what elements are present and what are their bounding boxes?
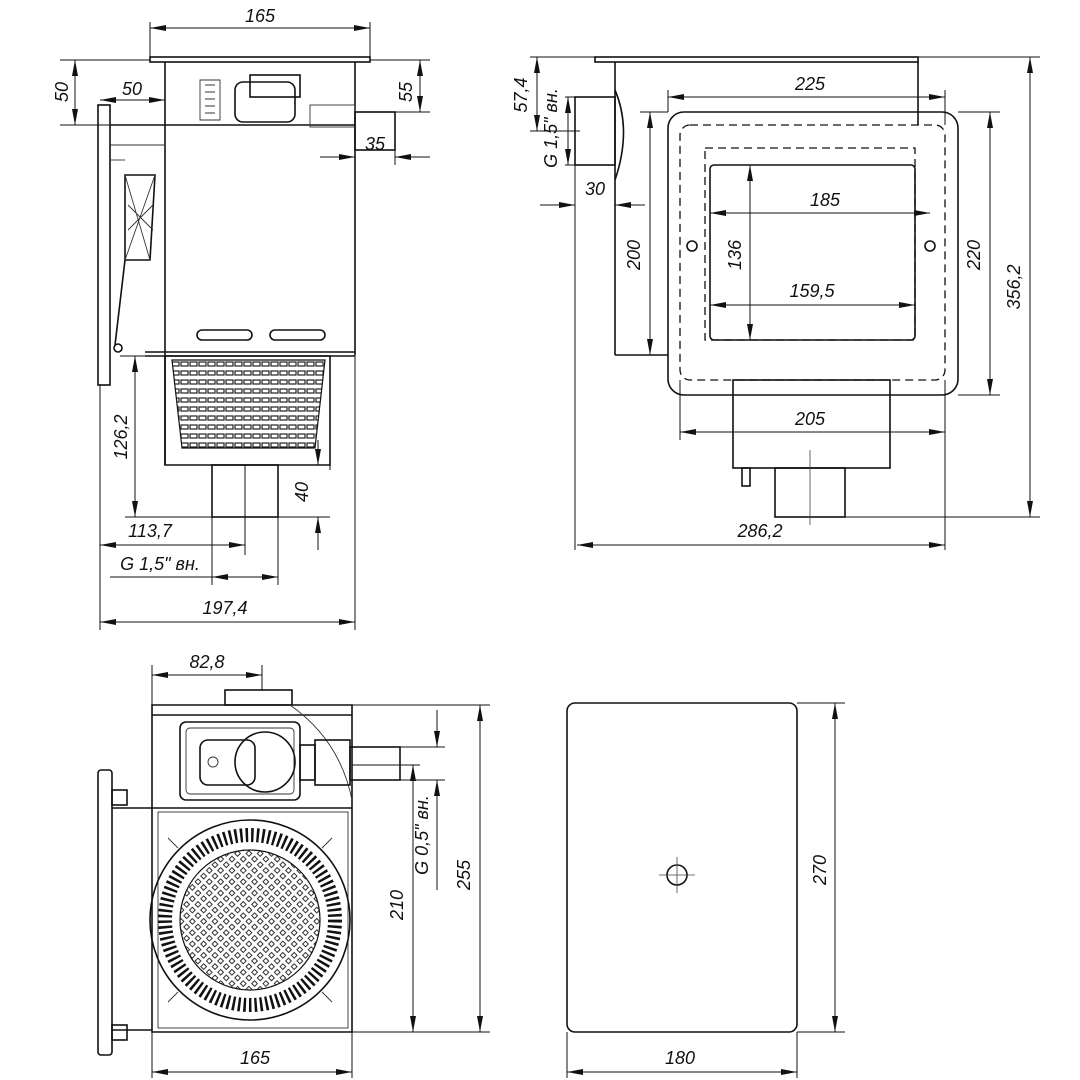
dim-basket-height: 126,2 (111, 414, 131, 459)
dim-height-255: 255 (454, 859, 474, 891)
cover-plate (566, 702, 798, 1033)
dim-window-height: 136 (725, 239, 745, 270)
dim-pipe-height: 55 (396, 81, 416, 102)
dim-outlet-offset: 113,7 (128, 521, 173, 541)
dim-inlet-thread: G 1,5" вн. (541, 88, 561, 168)
front-view: 57,4 G 1,5" вн. 30 225 185 200 136 220 3… (511, 56, 1040, 550)
dim-total-height: 356,2 (1004, 264, 1024, 309)
dim-width-outer: 225 (794, 74, 826, 94)
dim-cover-height: 270 (810, 855, 830, 886)
side-pipe (354, 111, 396, 151)
dim-height-220: 220 (964, 240, 984, 271)
dim-width-top: 165 (245, 6, 276, 26)
fitting-pipe (349, 746, 401, 781)
cover-view: 180 270 (566, 702, 845, 1078)
dim-outlet-length: 40 (292, 482, 312, 502)
dim-bottom-width: 205 (794, 409, 826, 429)
dim-height-210: 210 (387, 890, 407, 921)
skimmer-face (667, 111, 959, 396)
float-valve (199, 74, 356, 128)
top-view: 82,8 G 0,5" вн. 210 255 165 (97, 652, 490, 1078)
skimmer-window (709, 164, 916, 341)
dim-height-top-left: 50 (52, 82, 72, 102)
dim-total-depth: 197,4 (202, 598, 247, 618)
dim-offset: 82,8 (189, 652, 224, 672)
basket (164, 355, 331, 466)
dim-window-width: 185 (810, 190, 841, 210)
dim-inlet-length: 30 (585, 179, 605, 199)
faceplate-top (97, 769, 152, 1056)
dim-fitting-thread: G 0,5" вн. (412, 795, 432, 875)
faceplate (97, 104, 156, 386)
dim-total-width: 286,2 (736, 521, 782, 541)
dim-inlet-offset: 57,4 (511, 77, 531, 112)
dim-cover-width: 180 (665, 1048, 695, 1068)
dim-height-200: 200 (624, 240, 644, 271)
inlet-pipe (574, 96, 616, 166)
dim-outlet-thread: G 1,5" вн. (120, 554, 200, 574)
float-valve-top (199, 739, 256, 786)
dim-pipe-length: 35 (365, 134, 386, 154)
dim-window-inner-width: 159,5 (789, 281, 835, 301)
top-flange (149, 56, 371, 63)
dim-offset-left: 50 (122, 79, 142, 99)
skimmer-basket-circle (149, 819, 351, 1021)
side-view: 165 50 50 55 35 126,2 40 113,7 G 1,5" вн… (52, 6, 430, 630)
dim-width: 165 (240, 1048, 271, 1068)
